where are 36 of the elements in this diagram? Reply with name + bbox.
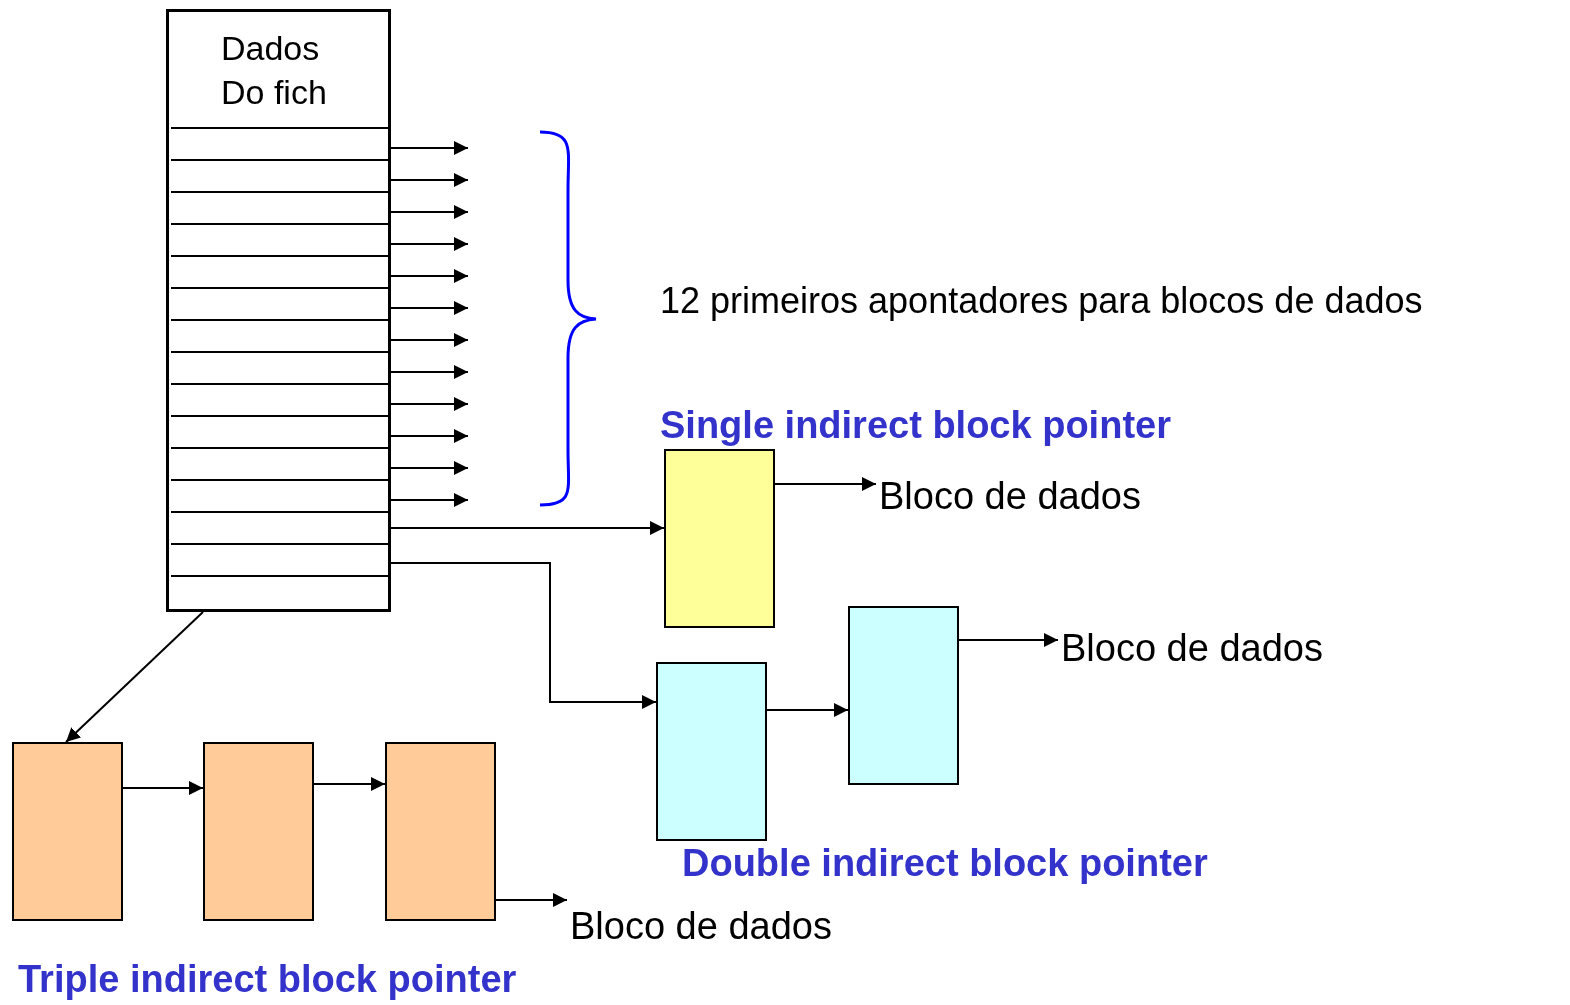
arrow xyxy=(390,429,469,443)
block-label: Bloco de dados xyxy=(1058,620,1358,670)
arrow xyxy=(390,173,469,187)
block-label: Bloco de dados xyxy=(876,468,1176,518)
block-box xyxy=(664,449,775,628)
block-box xyxy=(848,606,959,785)
arrow xyxy=(390,269,469,283)
heading: Single indirect block pointer xyxy=(660,404,1171,447)
arrow xyxy=(390,365,469,379)
arrow xyxy=(122,781,204,795)
arrow xyxy=(313,777,386,791)
block-box xyxy=(385,742,496,921)
block-box xyxy=(203,742,314,921)
arrow xyxy=(390,521,665,535)
heading: Double indirect block pointer xyxy=(682,842,1208,885)
arrow xyxy=(766,703,849,717)
arrow xyxy=(958,633,1059,647)
arrow xyxy=(390,205,469,219)
arrow xyxy=(390,461,469,475)
block-box xyxy=(12,742,123,921)
arrow xyxy=(774,477,877,491)
block-label: Bloco de dados xyxy=(567,884,867,948)
arrow xyxy=(390,562,657,709)
block-box xyxy=(656,662,767,841)
inode-table xyxy=(166,9,391,612)
heading: Triple indirect block pointer xyxy=(18,958,517,1001)
arrow xyxy=(390,397,469,411)
arrow xyxy=(390,493,469,507)
arrow xyxy=(65,611,204,743)
arrow xyxy=(390,141,469,155)
node-text: Dados Do fich xyxy=(221,28,328,113)
arrow xyxy=(390,301,469,315)
note: 12 primeiros apontadores para blocos de dados xyxy=(660,280,1423,322)
arrow xyxy=(390,333,469,347)
arrow xyxy=(390,237,469,251)
arrow xyxy=(495,893,568,907)
